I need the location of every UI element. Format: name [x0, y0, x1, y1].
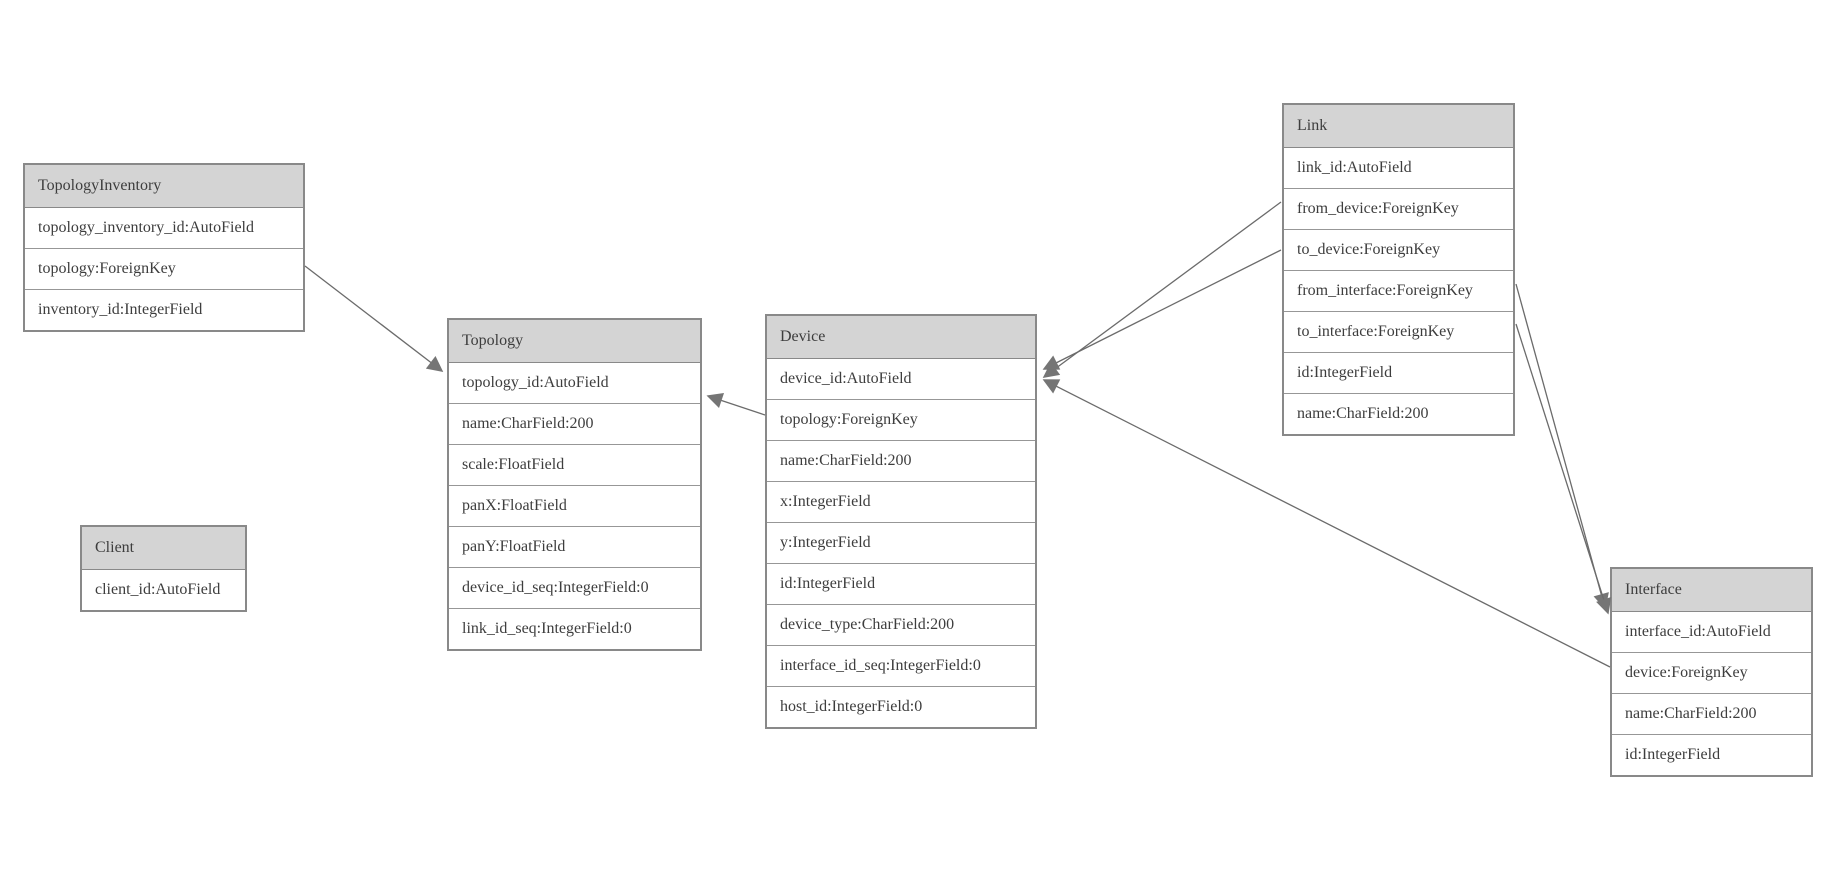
field-row: interface_id_seq:IntegerField:0: [767, 645, 1035, 686]
entity-title: Topology: [449, 320, 700, 363]
entity-title: Link: [1284, 105, 1513, 148]
field-row: device_id:AutoField: [767, 359, 1035, 399]
field-row: to_interface:ForeignKey: [1284, 311, 1513, 352]
edge-link-from-interface: [1515, 283, 1609, 610]
field-row: scale:FloatField: [449, 444, 700, 485]
field-row: client_id:AutoField: [82, 570, 245, 610]
field-row: topology:ForeignKey: [767, 399, 1035, 440]
field-row: name:CharField:200: [1284, 393, 1513, 434]
field-row: panX:FloatField: [449, 485, 700, 526]
field-row: topology_inventory_id:AutoField: [25, 208, 303, 248]
entity-title: TopologyInventory: [25, 165, 303, 208]
field-row: name:CharField:200: [449, 403, 700, 444]
edge-device-topology: [706, 392, 766, 416]
field-row: y:IntegerField: [767, 522, 1035, 563]
edge-topologyinventory-topology: [304, 265, 444, 372]
field-row: topology_id:AutoField: [449, 363, 700, 403]
field-row: to_device:ForeignKey: [1284, 229, 1513, 270]
field-row: device_type:CharField:200: [767, 604, 1035, 645]
entity-topology-inventory: TopologyInventory topology_inventory_id:…: [23, 163, 305, 332]
field-row: name:CharField:200: [767, 440, 1035, 481]
field-row: panY:FloatField: [449, 526, 700, 567]
edge-link-from-device: [1042, 201, 1282, 378]
field-row: from_interface:ForeignKey: [1284, 270, 1513, 311]
field-row: x:IntegerField: [767, 481, 1035, 522]
field-row: topology:ForeignKey: [25, 248, 303, 289]
field-row: name:CharField:200: [1612, 693, 1811, 734]
field-row: id:IntegerField: [1612, 734, 1811, 775]
edge-link-to-interface: [1515, 323, 1612, 615]
field-row: id:IntegerField: [1284, 352, 1513, 393]
entity-title: Client: [82, 527, 245, 570]
field-row: link_id:AutoField: [1284, 148, 1513, 188]
entity-title: Interface: [1612, 569, 1811, 612]
field-row: interface_id:AutoField: [1612, 612, 1811, 652]
field-row: host_id:IntegerField:0: [767, 686, 1035, 727]
edge-link-to-device: [1042, 249, 1282, 370]
field-row: id:IntegerField: [767, 563, 1035, 604]
field-row: device_id_seq:IntegerField:0: [449, 567, 700, 608]
field-row: link_id_seq:IntegerField:0: [449, 608, 700, 649]
field-row: device:ForeignKey: [1612, 652, 1811, 693]
entity-client: Client client_id:AutoField: [80, 525, 247, 612]
entity-field-list: client_id:AutoField: [82, 570, 245, 610]
field-row: from_device:ForeignKey: [1284, 188, 1513, 229]
entity-title: Device: [767, 316, 1035, 359]
field-row: inventory_id:IntegerField: [25, 289, 303, 330]
